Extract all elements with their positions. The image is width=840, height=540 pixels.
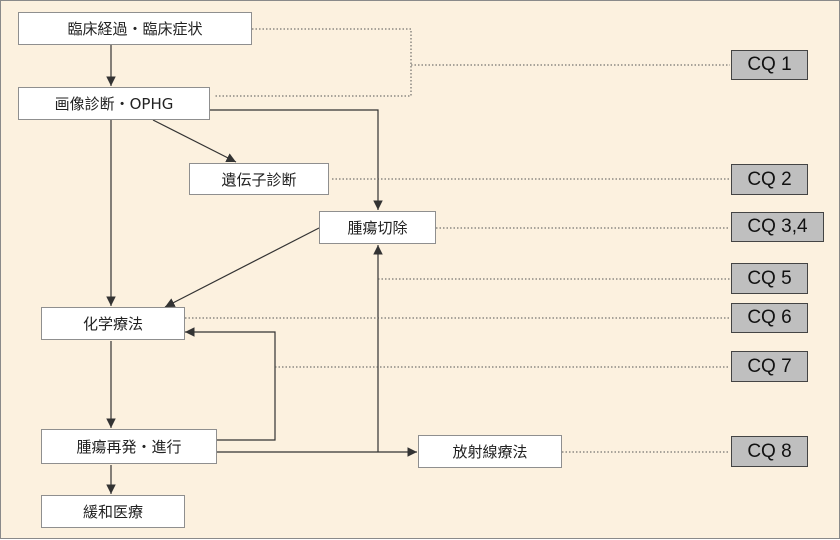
cq-label-5: CQ 5 — [731, 263, 808, 294]
cq-label-6: CQ 6 — [731, 303, 808, 333]
arrow-resection-to-chemo — [164, 227, 320, 308]
node-clinical-course: 臨床経過・臨床症状 — [18, 12, 252, 45]
cq-label-8: CQ 8 — [731, 436, 808, 467]
dotted-link-cq1 — [214, 28, 412, 97]
arrow-imaging-to-genetic — [152, 119, 237, 163]
node-chemotherapy: 化学療法 — [41, 307, 185, 340]
cq-label-3-4: CQ 3,4 — [731, 212, 824, 242]
node-tumor-recurrence: 腫瘍再発・進行 — [41, 429, 217, 464]
cq-label-7: CQ 7 — [731, 351, 808, 382]
cq-label-2: CQ 2 — [731, 164, 808, 195]
node-palliative-care: 緩和医療 — [41, 495, 185, 528]
node-tumor-resection: 腫瘍切除 — [319, 211, 436, 244]
arrow-imaging-to-resection — [210, 109, 383, 210]
node-imaging-diagnosis: 画像診断・OPHG — [18, 87, 210, 120]
node-genetic-diagnosis: 遺伝子診断 — [189, 163, 329, 195]
cq-label-1: CQ 1 — [731, 50, 808, 80]
arrow-recurrence-to-chemo — [185, 327, 276, 441]
node-radiation-therapy: 放射線療法 — [418, 435, 562, 468]
